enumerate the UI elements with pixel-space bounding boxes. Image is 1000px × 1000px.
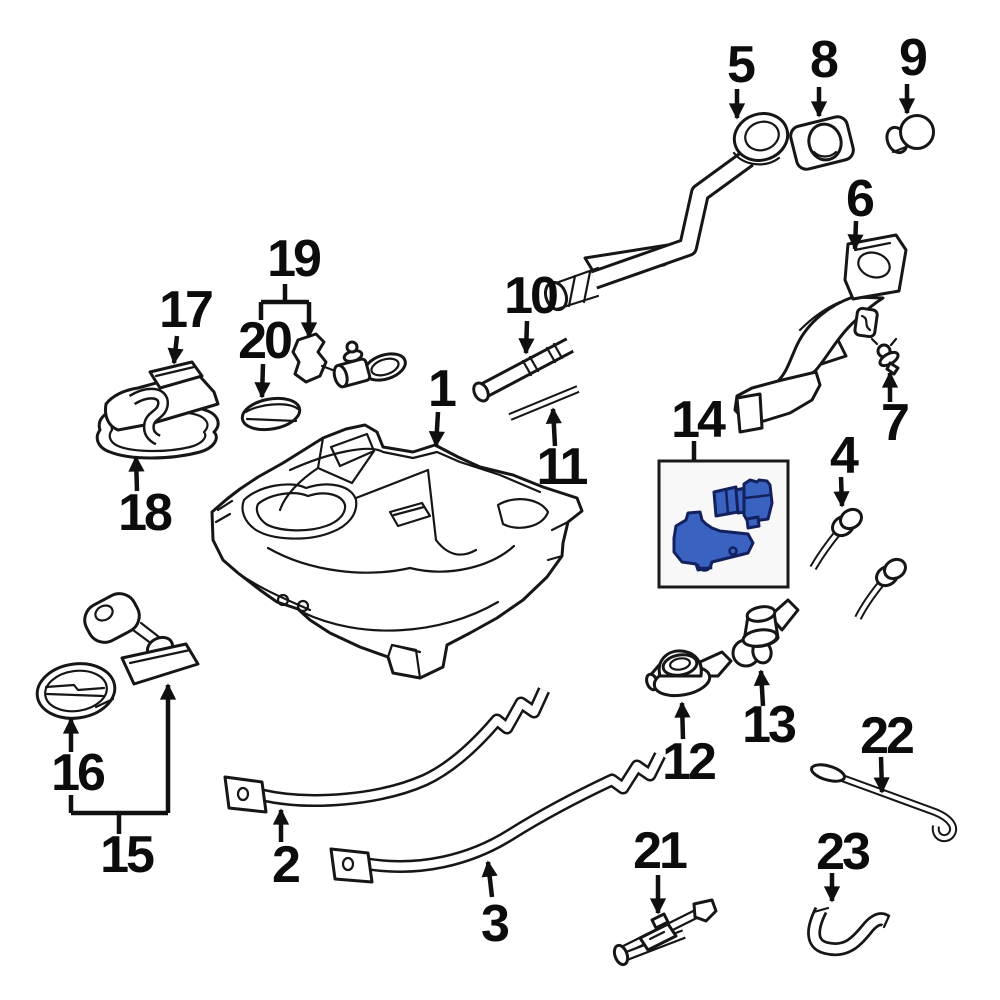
callout-5-label: 5 [727, 36, 756, 94]
callout-8-label: 8 [810, 31, 839, 89]
callout-18-arrow [128, 455, 145, 492]
callout-19-label: 19 [267, 230, 322, 288]
callout-3-label: 3 [481, 895, 510, 953]
callout-2-label: 2 [272, 836, 301, 894]
part-14-fuel-filter-highlighted [672, 478, 774, 572]
part-3-tank-strap [329, 752, 666, 884]
part-4-bolt-second [854, 557, 907, 620]
callout-21-label: 21 [633, 822, 688, 880]
callout-12-label: 12 [662, 733, 717, 791]
callout-arrows [62, 84, 916, 915]
part-11-breather-pipe [508, 385, 580, 421]
callout-11-arrow [545, 407, 562, 447]
callout-9-label: 9 [899, 29, 928, 87]
callout-14-label: 14 [671, 391, 726, 449]
callout-6-arrow [847, 220, 864, 251]
callout-12-arrow [674, 701, 691, 740]
callout-17-arrow [167, 335, 184, 365]
callout-17-label: 17 [159, 281, 214, 339]
callout-13-arrow [753, 669, 770, 707]
callout-20-arrow [254, 363, 271, 399]
part-22-rod [810, 763, 958, 843]
callout-6-label: 6 [846, 170, 875, 228]
part-13-check-valve [731, 598, 800, 668]
part-16-fuel-cap [35, 662, 117, 720]
callout-23-label: 23 [816, 823, 871, 881]
callout-13-label: 13 [742, 696, 797, 754]
callout-11-label: 11 [536, 438, 589, 496]
callout-7-label: 7 [881, 394, 910, 452]
callout-3-arrow [481, 860, 498, 898]
callout-22-label: 22 [860, 707, 915, 765]
callout-10-arrow [518, 320, 535, 355]
part-1-fuel-tank [210, 423, 584, 680]
pipe-clip [853, 306, 879, 339]
callout-10-label: 10 [504, 267, 559, 325]
callout-20-label: 20 [238, 312, 293, 370]
part-17-pump-plate [104, 360, 220, 446]
callout-1-arrow [428, 411, 445, 448]
part-7-screw [870, 337, 900, 376]
callout-16-label: 16 [51, 744, 106, 802]
part-20-seal-pad [240, 396, 302, 432]
callout-15-bracket [68, 683, 177, 834]
part-14-highlight-box [657, 459, 790, 589]
part-19-sender-assembly [291, 332, 407, 389]
part-15-lock-and-key [83, 592, 200, 686]
callout-15-label: 15 [100, 826, 155, 884]
callout-1-label: 1 [428, 360, 457, 418]
callout-18-label: 18 [118, 484, 173, 542]
part-5-filler-pipe [543, 112, 790, 312]
part-10-filler-hose [472, 337, 574, 403]
part-12-vent-valve [645, 649, 733, 698]
part-4-bolt [809, 507, 863, 571]
callout-4-arrow [833, 476, 850, 508]
part-8-grommet [789, 115, 855, 171]
part-21-bracket [612, 898, 718, 967]
callout-22-arrow [873, 756, 890, 794]
part-23-hose [807, 906, 891, 957]
callout-19-bracket [258, 284, 318, 339]
callout-4-label: 4 [830, 427, 859, 485]
part-9-plug [885, 114, 935, 155]
part-2-tank-strap [223, 687, 550, 814]
